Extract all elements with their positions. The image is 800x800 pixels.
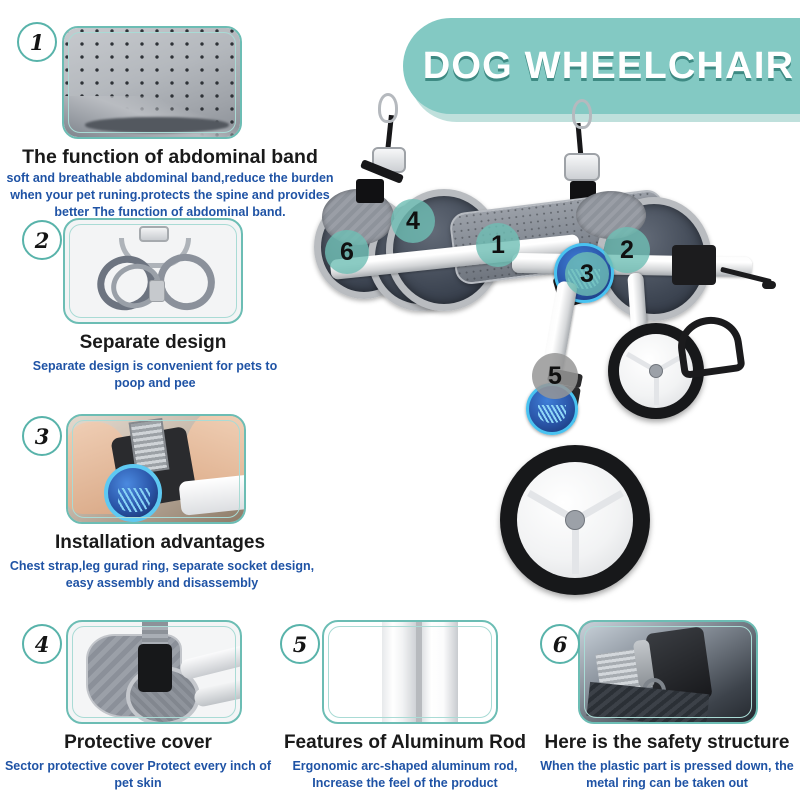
wheel-rear-small bbox=[608, 323, 704, 419]
rear-handle-loop bbox=[674, 312, 746, 380]
photo-protective-cover bbox=[68, 622, 240, 722]
wheel-rear-spoke bbox=[654, 371, 659, 405]
feature-photo-frame-6[interactable] bbox=[578, 620, 758, 724]
feature-photo-frame-2[interactable] bbox=[63, 218, 243, 324]
carabiner-clip-left-icon bbox=[378, 93, 398, 123]
feature-heading-2: Separate design bbox=[79, 332, 227, 353]
feature-number-badge-3: 3 bbox=[22, 416, 62, 456]
product-callout-5[interactable]: 5 bbox=[532, 353, 578, 399]
wheel-front-spoke bbox=[572, 520, 579, 574]
product-callout-4[interactable]: 4 bbox=[391, 199, 435, 243]
buckle-left bbox=[356, 179, 384, 203]
feature-number-badge-4: 4 bbox=[22, 624, 62, 664]
feature-photo-frame-4[interactable] bbox=[66, 620, 242, 724]
feature-card-6: 6 Here is the safety structure When the … bbox=[534, 614, 800, 800]
feature-heading-4: Protective cover bbox=[64, 732, 212, 753]
feature-photo-frame-5[interactable] bbox=[322, 620, 498, 724]
dog-wheelchair-product-photo: 1 2 3 4 5 6 bbox=[300, 85, 800, 615]
feature-number-badge-5: 5 bbox=[280, 624, 320, 664]
feature-description-3: Chest strap,leg gurad ring, separate soc… bbox=[9, 559, 315, 590]
feature-card-4: 4 Protective cover Sector protective cov… bbox=[0, 614, 276, 800]
title-banner: DOG WHEELCHAIR bbox=[403, 18, 800, 114]
product-callout-1[interactable]: 1 bbox=[476, 223, 520, 267]
photo-safety-structure bbox=[580, 622, 756, 722]
feature-heading-1: The function of abdominal band bbox=[22, 146, 318, 168]
wheel-front-axle bbox=[565, 510, 585, 530]
product-callout-3[interactable]: 3 bbox=[565, 252, 609, 296]
feature-photo-frame-1[interactable] bbox=[62, 26, 242, 139]
feature-description-2: Separate design is convenient for pets t… bbox=[32, 359, 278, 390]
feature-number-badge-1: 1 bbox=[17, 22, 57, 62]
feature-card-2: 2 Separate design Separate design is con… bbox=[0, 212, 340, 402]
feature-card-3: 3 Installation advantages Chest strap,le… bbox=[0, 408, 340, 608]
photo-aluminum-rods bbox=[324, 622, 496, 722]
feature-description-4: Sector protective cover Protect every in… bbox=[4, 759, 272, 790]
feature-number-badge-6: 6 bbox=[540, 624, 580, 664]
pull-cord-tip bbox=[762, 281, 776, 289]
photo-separate-harness bbox=[65, 220, 241, 322]
product-callout-2[interactable]: 2 bbox=[604, 227, 650, 273]
wheel-front-large bbox=[500, 445, 650, 595]
wheel-rear-axle bbox=[649, 364, 663, 378]
feature-card-1: 1 The function of abdominal band soft an… bbox=[0, 10, 340, 219]
feature-heading-6: Here is the safety structure bbox=[544, 732, 790, 753]
feature-photo-frame-3[interactable] bbox=[66, 414, 246, 524]
feature-description-5: Ergonomic arc-shaped aluminum rod, Incre… bbox=[292, 759, 518, 790]
feature-heading-5: Features of Aluminum Rod bbox=[283, 732, 527, 753]
feature-card-5: 5 Features of Aluminum Rod Ergonomic arc… bbox=[272, 614, 538, 800]
clip-plate-right bbox=[564, 153, 600, 181]
feature-description-6: When the plastic part is pressed down, t… bbox=[540, 759, 794, 790]
product-callout-6[interactable]: 6 bbox=[325, 230, 369, 274]
photo-perforated-band bbox=[64, 28, 240, 137]
photo-installation-socket bbox=[68, 416, 244, 522]
feature-number-badge-2: 2 bbox=[22, 220, 62, 260]
feature-heading-3: Installation advantages bbox=[54, 532, 266, 553]
feature-description-1: soft and breathable abdominal band,reduc… bbox=[6, 171, 334, 219]
carabiner-clip-right-icon bbox=[572, 99, 592, 129]
rod-joint-clamp-right bbox=[672, 245, 716, 285]
page-title: DOG WHEELCHAIR bbox=[422, 44, 795, 87]
